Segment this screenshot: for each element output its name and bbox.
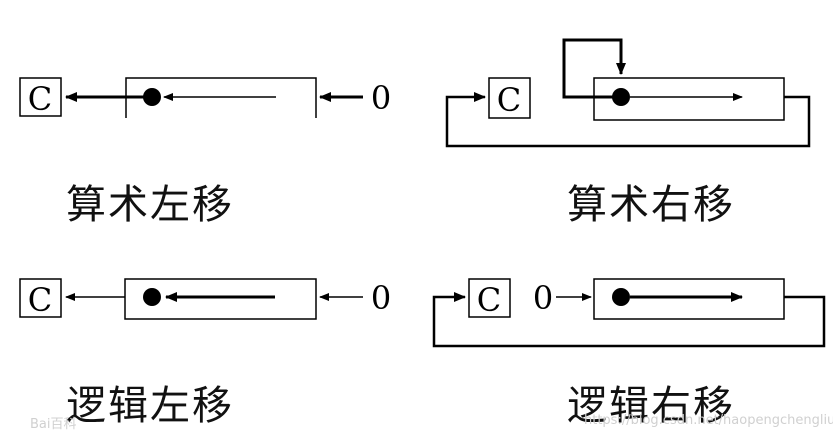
msb-dot <box>612 88 630 106</box>
zero-input: 0 <box>533 279 553 317</box>
carry-label: C <box>497 81 521 119</box>
msb-dot <box>143 288 161 306</box>
msb-dot <box>612 288 630 306</box>
sign-loop-arrow <box>562 38 626 99</box>
register <box>593 278 785 320</box>
panel-arith-right: C <box>445 38 811 148</box>
carry-loop-arrow <box>432 292 826 348</box>
carry-box <box>468 278 511 318</box>
carry-box <box>488 77 531 119</box>
caption-logic-left: 逻辑左移 <box>66 383 234 429</box>
caption-arith-right: 算术右移 <box>567 182 735 228</box>
panel-arith-left: C 0 <box>19 77 391 118</box>
carry-box <box>19 278 62 318</box>
carry-label: C <box>28 80 52 118</box>
zero-input: 0 <box>371 279 391 317</box>
panel-logic-right: C 0 <box>432 278 826 348</box>
msb-dot <box>143 88 161 106</box>
register <box>593 77 785 121</box>
carry-loop-arrow <box>445 92 811 148</box>
carry-label: C <box>477 281 501 319</box>
register <box>124 278 317 320</box>
caption-arith-left: 算术左移 <box>66 182 234 228</box>
carry-box <box>19 77 62 117</box>
carry-label: C <box>28 281 52 319</box>
zero-input: 0 <box>371 79 391 117</box>
panel-logic-left: C 0 <box>19 278 391 320</box>
watermark-baidu: Bai百科 <box>30 417 77 432</box>
watermark-url: https://blog.csdn.net/haopengchengliu <box>584 413 833 428</box>
caption-logic-right: 逻辑右移 <box>567 383 735 429</box>
